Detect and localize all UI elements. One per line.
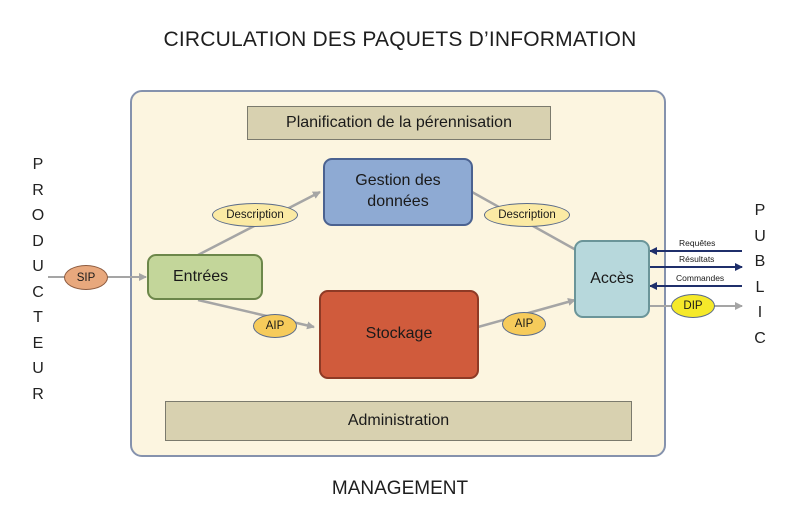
requetes-label: Requêtes	[679, 238, 716, 248]
producteur-letter: E	[32, 334, 44, 352]
diagram-title: CIRCULATION DES PAQUETS D’INFORMATION	[163, 28, 637, 51]
description-oval-left: Description	[212, 203, 298, 227]
public-letter: L	[755, 278, 765, 296]
producteur-letter: U	[32, 360, 44, 377]
producteur-letter: P	[32, 156, 44, 173]
producteur-letter: R	[32, 181, 44, 199]
public-letter: P	[754, 202, 766, 219]
aip-oval-left: AIP	[253, 314, 297, 338]
producteur-letter: U	[32, 258, 44, 275]
producteur-letter: O	[31, 207, 45, 224]
producteur-letter: R	[32, 385, 44, 403]
producteur-label: P R O D U C T E U R	[28, 152, 48, 407]
commandes-label: Commandes	[676, 273, 725, 283]
aip-oval-right: AIP	[502, 312, 546, 336]
public-letter: B	[754, 253, 766, 270]
public-letter: I	[757, 304, 763, 321]
public-letter: U	[754, 227, 766, 245]
dip-oval: DIP	[671, 294, 715, 318]
public-label: P U B L I C	[750, 198, 770, 351]
producteur-letter: D	[32, 232, 44, 250]
public-letter: C	[754, 329, 766, 347]
producteur-letter: C	[32, 283, 44, 301]
entrees-box: Entrées	[147, 254, 263, 300]
description-oval-right: Description	[484, 203, 570, 227]
acces-box: Accès	[574, 240, 650, 318]
management-label: MANAGEMENT	[331, 478, 469, 499]
resultats-label: Résultats	[679, 254, 715, 264]
gestion-box: Gestion des données	[323, 158, 473, 226]
planning-bar: Planification de la pérennisation	[247, 106, 551, 140]
producteur-letter: T	[33, 309, 43, 326]
stockage-box: Stockage	[319, 290, 479, 379]
administration-bar: Administration	[165, 401, 632, 441]
sip-oval: SIP	[64, 265, 108, 290]
